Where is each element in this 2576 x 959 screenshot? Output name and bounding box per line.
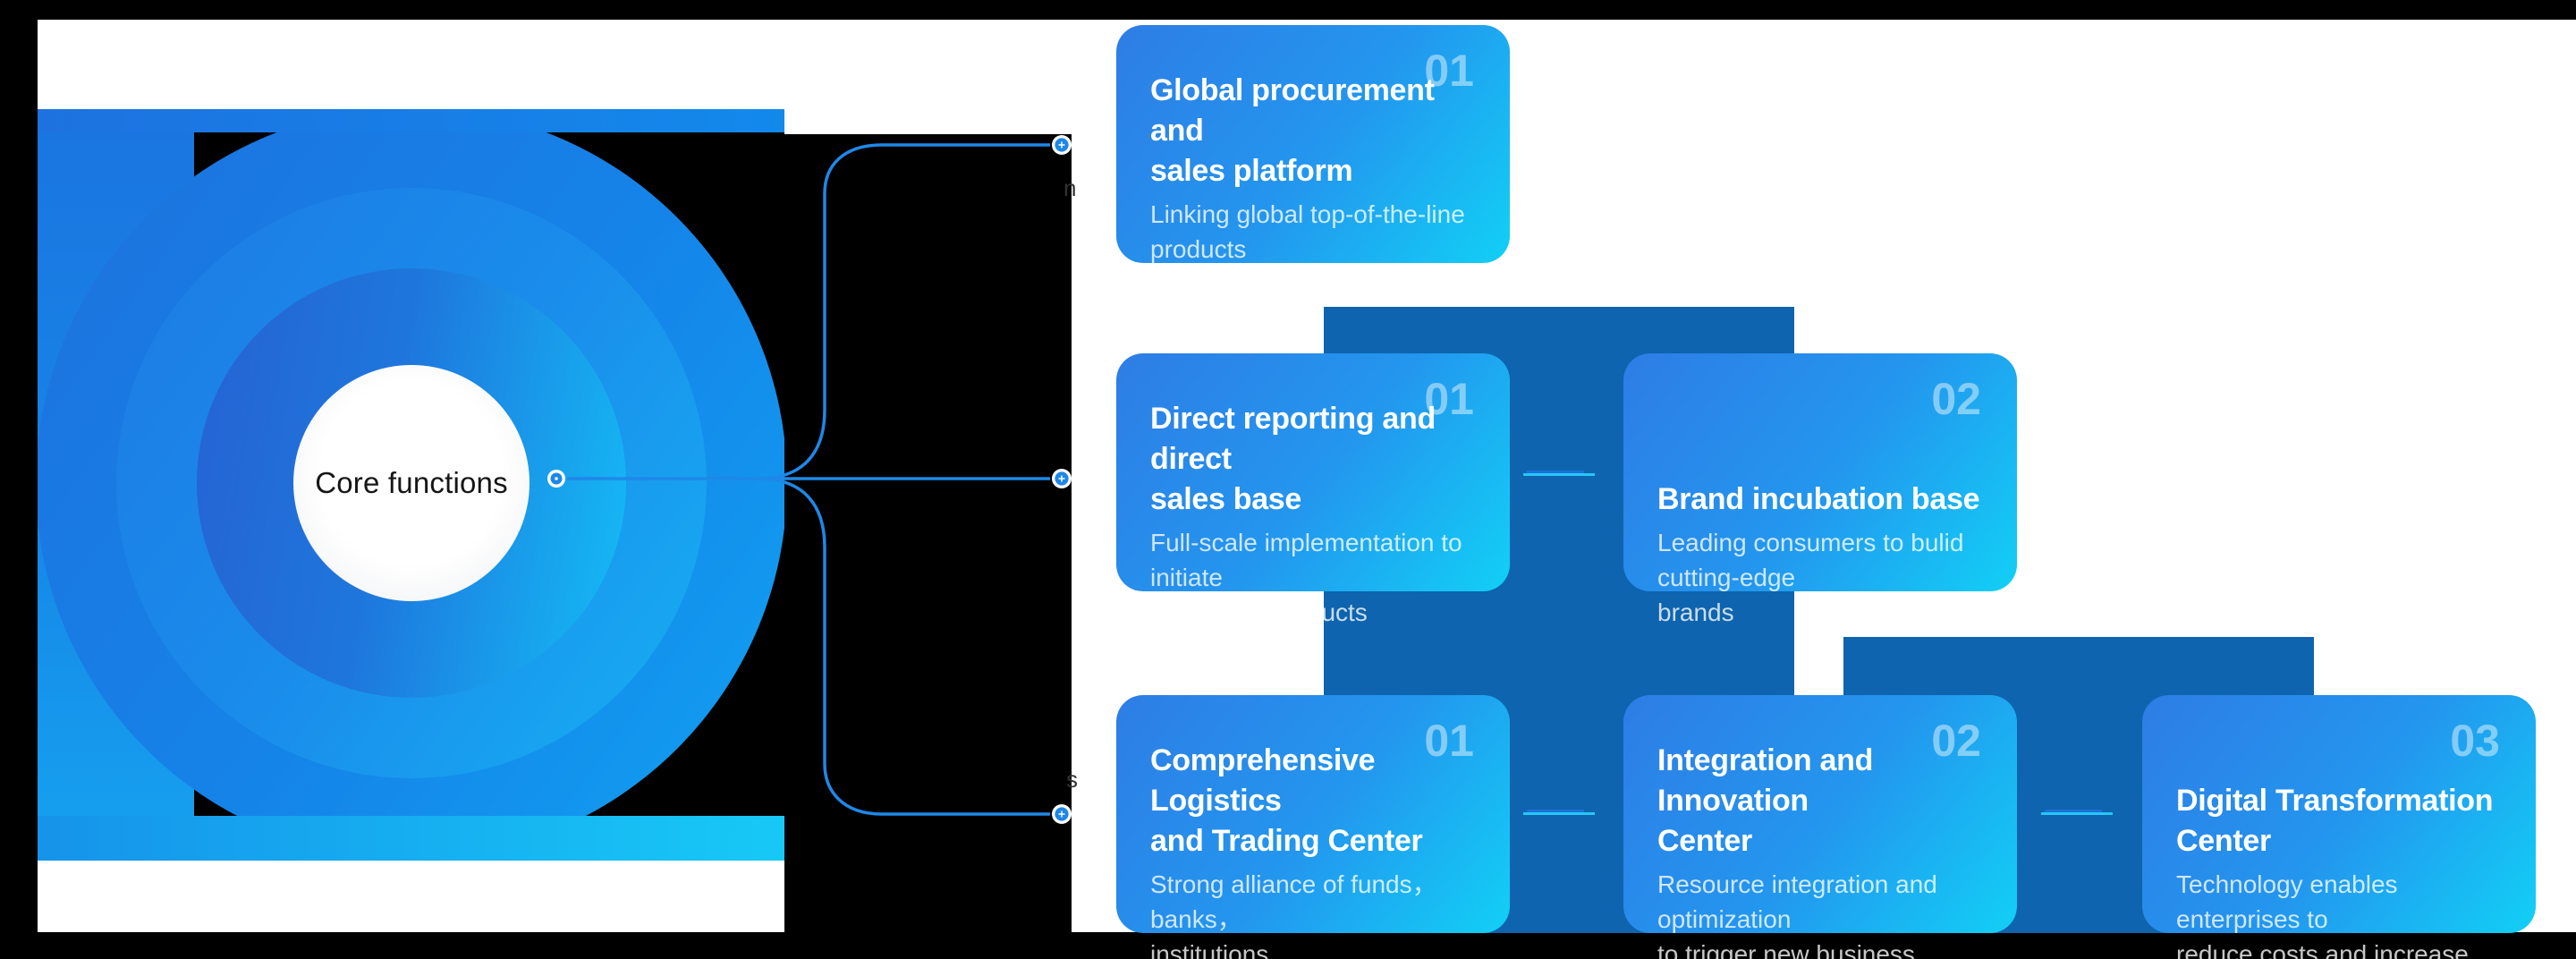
card-description: Linking global top-of-the-line products bbox=[1150, 200, 1465, 263]
dash-connector-bottom-left bbox=[1523, 810, 1597, 815]
card-title: Global procurement and sales platform bbox=[1150, 73, 1435, 188]
dash-connector-bottom-right bbox=[2041, 810, 2114, 815]
black-connector-panel bbox=[784, 134, 1072, 959]
card-title: Brand incubation base bbox=[1657, 482, 1980, 516]
hero-top-bar bbox=[38, 109, 784, 132]
card-description: Full-scale implementation to initiate to… bbox=[1150, 529, 1462, 626]
clipped-label-fragment-bottom: s bbox=[1066, 766, 1078, 793]
top-letterbox-strip bbox=[0, 0, 2576, 20]
card-digital-transformation: 03 Digital Transformation Center Technol… bbox=[2142, 695, 2536, 959]
bottom-letterbox-strip bbox=[0, 932, 2576, 959]
card-title: Comprehensive Logistics and Trading Cent… bbox=[1150, 743, 1423, 858]
card-brand-incubation: 02 Brand incubation base Leading consume… bbox=[1623, 353, 2017, 626]
card-direct-reporting: 01 Direct reporting and direct sales bas… bbox=[1116, 353, 1510, 626]
card-title: Digital Transformation Center bbox=[2176, 784, 2494, 858]
card-integration-innovation: 02 Integration and Innovation Center Res… bbox=[1623, 695, 2017, 959]
card-number: 02 bbox=[1931, 716, 1981, 766]
card-description: Leading consumers to bulid cutting-edge … bbox=[1657, 529, 1964, 626]
card-number: 01 bbox=[1424, 374, 1474, 424]
card-number: 02 bbox=[1931, 374, 1981, 424]
clipped-label-fragment-top: n bbox=[1063, 174, 1077, 201]
core-functions-bubble: Core functions bbox=[293, 365, 530, 601]
card-title: Integration and Innovation Center bbox=[1657, 743, 1874, 858]
core-functions-label: Core functions bbox=[315, 466, 508, 499]
core-functions-hero: Core functions bbox=[38, 109, 784, 861]
card-global-procurement: 01 Global procurement and sales platform… bbox=[1116, 25, 1510, 263]
dash-connector-mid-row bbox=[1523, 471, 1597, 476]
card-number: 01 bbox=[1424, 716, 1474, 766]
left-letterbox-column bbox=[0, 0, 38, 959]
card-number: 01 bbox=[1424, 46, 1474, 96]
card-comprehensive-logistics: 01 Comprehensive Logistics and Trading C… bbox=[1116, 695, 1510, 959]
card-description: Strong alliance of funds，banks， institut… bbox=[1150, 870, 1437, 959]
card-title: Direct reporting and direct sales base bbox=[1150, 402, 1436, 516]
card-description: Resource integration and optimization to… bbox=[1657, 870, 1937, 959]
hero-bottom-bar bbox=[38, 816, 784, 861]
card-description: Technology enables enterprises to reduce… bbox=[2176, 870, 2469, 959]
card-number: 03 bbox=[2450, 716, 2500, 766]
